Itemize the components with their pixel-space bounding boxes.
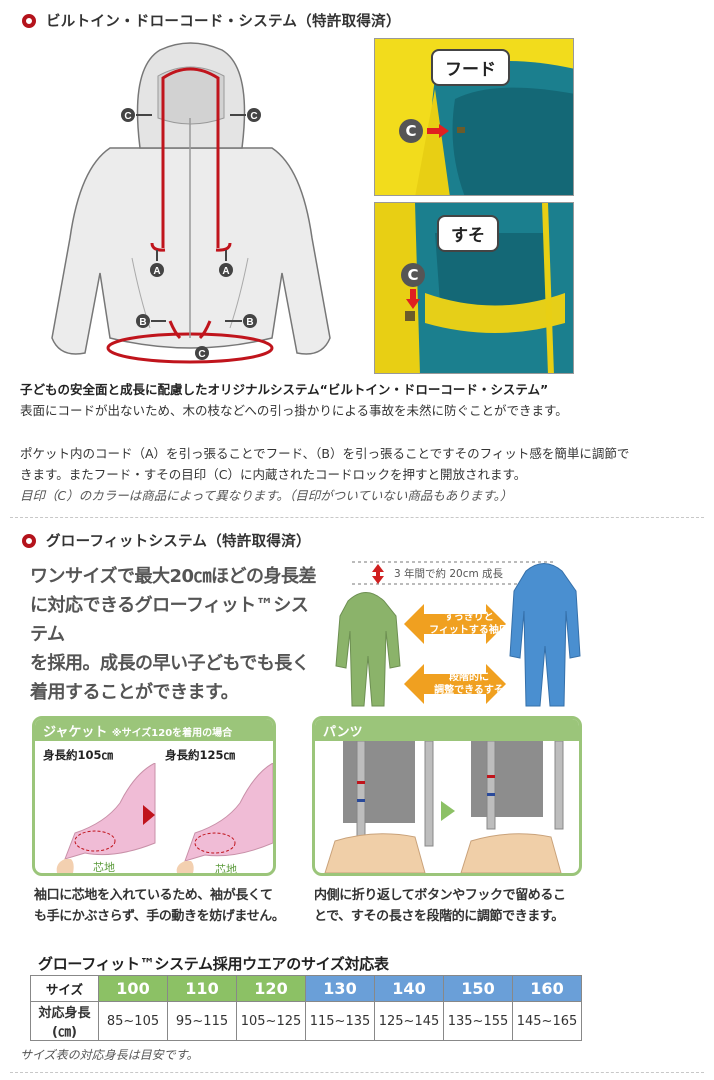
red-arrow-down-icon [406,289,420,313]
size-cell: 120 [236,975,306,1002]
section-divider [10,517,704,518]
height-cell: 145~165 [512,1001,582,1041]
para2-line2: きます。またフード・すその目印（C）に内蔵されたコードロックを押すと開放されます… [20,467,527,482]
height-header: 対応身長(㎝) [30,1001,99,1041]
height-cell: 125~145 [374,1001,444,1041]
section-header-drawcord: ビルトイン・ドローコード・システム（特許取得済） [22,10,401,31]
svg-text:B: B [246,317,253,328]
bullet-icon [22,13,36,28]
size-row: サイズ 100 110 120 130 140 150 160 [30,975,582,1002]
marker-c-icon: C [399,119,423,143]
bullet-icon [22,533,36,548]
hood-label: フード [431,49,510,86]
hood-photo: フード C [374,38,574,196]
height-label-105: 身長約105㎝ [43,748,114,762]
size-table-note: サイズ表の対応身長は目安です。 [20,1048,199,1062]
height-cell: 115~135 [305,1001,375,1041]
height-cell: 105~125 [236,1001,306,1041]
jacket-panel-header: ジャケット ※サイズ120を着用の場合 [35,719,273,741]
jacket-drawcord-diagram: C C A A B B C [51,42,331,364]
pants-panel-header: パンツ [315,719,579,741]
core-label: 芯地 [215,863,237,876]
jacket-desc: 袖口に芯地を入れているため、袖が長くて も手にかぶさらず、手の動きを妨げません。 [34,888,285,924]
para2-note: 目印（C）のカラーは商品によって異なります。（目印がついていない商品もあります。… [20,488,513,503]
svg-text:C: C [124,111,131,122]
pants-panel: パンツ [312,716,582,876]
size-cell: 150 [443,975,513,1002]
size-cell: 110 [167,975,237,1002]
size-header: サイズ [30,975,99,1002]
size-table-title: グローフィット™システム採用ウエアのサイズ対応表 [38,955,389,973]
section-header-growfit: グローフィットシステム（特許取得済） [22,530,311,551]
size-cell: 160 [512,975,582,1002]
size-cell: 100 [98,975,168,1002]
growth-illustration [335,561,581,707]
marker-c-icon: C [401,263,425,287]
section-title: ビルトイン・ドローコード・システム（特許取得済） [46,14,401,30]
para1-text: 表面にコードが出ないため、木の枝などへの引っ掛かりによる事故を未然に防ぐことがで… [20,403,568,418]
svg-text:A: A [153,266,160,277]
height-cell: 85~105 [98,1001,168,1041]
growfit-intro: ワンサイズで最大20㎝ほどの身長差 に対応できるグローフィット™システム を採用… [30,566,317,703]
pants-desc: 内側に折り返してボタンやフックで留めるこ とで、すその長さを段階的に調節できます… [314,888,566,924]
section-title: グローフィットシステム（特許取得済） [46,534,311,550]
growth-label: 3 年間で約 20cm 成長 [392,566,506,581]
section-divider [10,1072,704,1073]
cuff-arrow-label: すっきりと フィットする袖口 [429,612,509,636]
hem-label: すそ [437,215,499,252]
core-label: 芯地 [93,861,115,874]
svg-text:C: C [250,111,257,122]
height-label-125: 身長約125㎝ [165,748,236,762]
para2-line1: ポケット内のコード（A）を引っ張ることでフード、（B）を引っ張ることですそのフィ… [20,446,630,461]
svg-text:A: A [222,266,229,277]
hem-arrow-label: 段階的に 調整できるすそ [434,672,504,696]
hem-photo: すそ C [374,202,574,374]
para1-heading: 子どもの安全面と成長に配慮したオリジナルシステム“ビルトイン・ドローコード・シス… [20,382,549,397]
size-table: サイズ 100 110 120 130 140 150 160 対応身長(㎝) … [30,975,582,1041]
height-cell: 95~115 [167,1001,237,1041]
height-cell: 135~155 [443,1001,513,1041]
red-arrow-icon [427,123,449,138]
pants-hem-illustration [324,741,564,873]
jacket-panel: ジャケット ※サイズ120を着用の場合 身長約105㎝ 身長約125㎝ 芯地 芯… [32,716,276,876]
sleeve-illustration [56,763,273,873]
size-cell: 140 [374,975,444,1002]
height-row: 対応身長(㎝) 85~105 95~115 105~125 115~135 12… [30,1001,582,1041]
svg-text:B: B [139,317,146,328]
svg-text:C: C [198,349,205,360]
size-cell: 130 [305,975,375,1002]
